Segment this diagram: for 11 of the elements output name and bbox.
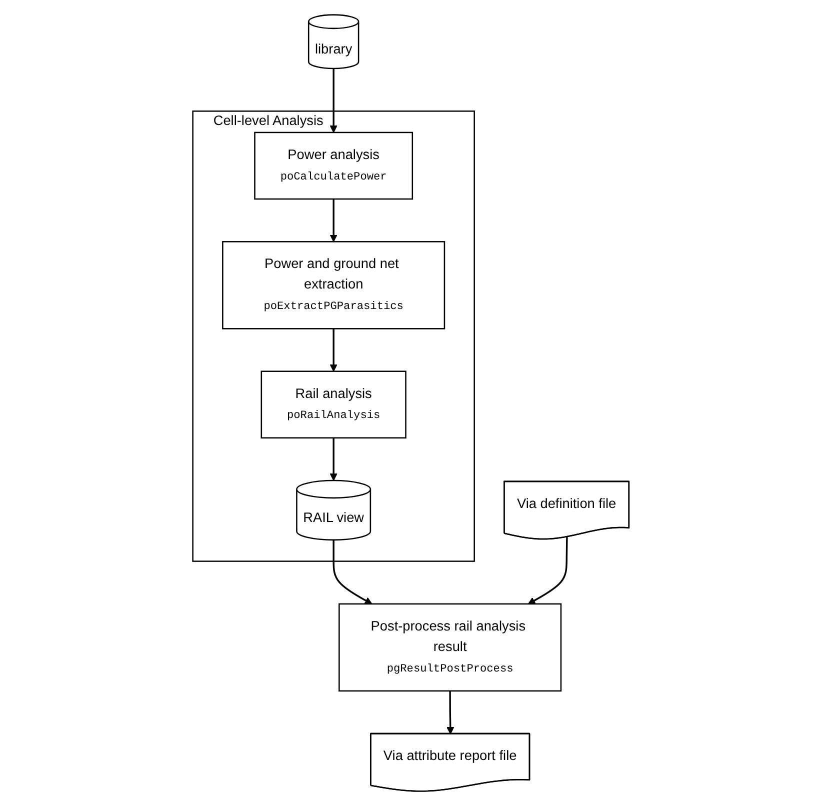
node-box: Rail analysis poRailAnalysis bbox=[260, 370, 407, 439]
node-box: Power and ground net extraction poExtractPGParasitics bbox=[222, 241, 446, 330]
arrow bbox=[330, 199, 338, 242]
arrow bbox=[332, 540, 372, 604]
arrow bbox=[528, 537, 568, 604]
arrow bbox=[330, 328, 338, 372]
node-box: Power analysis poCalculatePower bbox=[254, 132, 414, 200]
arrow bbox=[330, 438, 338, 481]
arrow bbox=[446, 690, 454, 734]
arrow bbox=[330, 68, 338, 133]
node-box: Post-process rail analysis result pgResultPostProcess bbox=[338, 603, 562, 692]
